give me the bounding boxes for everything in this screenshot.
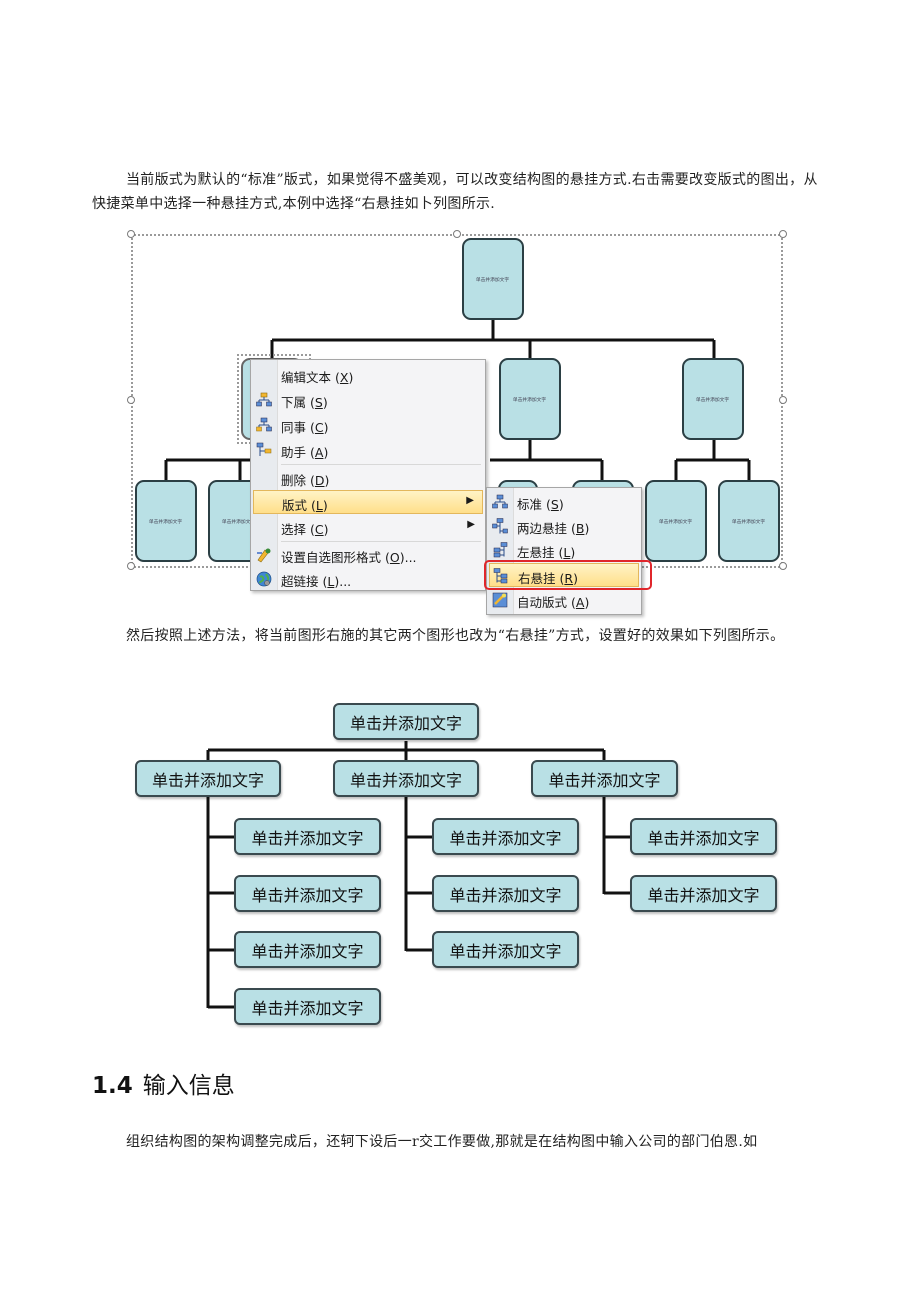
format-shape-icon	[257, 548, 271, 563]
org-node-level2[interactable]: 单击并添加文字	[135, 760, 281, 797]
resize-handle[interactable]	[127, 230, 135, 238]
org-node-level3[interactable]: 单击并添加文字	[432, 875, 579, 912]
org-box-level3[interactable]: 单击并添加文字	[135, 480, 197, 562]
submenu-item-both-hanging[interactable]: 两边悬挂 (B)	[489, 514, 639, 538]
resize-handle[interactable]	[127, 562, 135, 570]
org-node-level2[interactable]: 单击并添加文字	[333, 760, 479, 797]
menu-item-subordinate[interactable]: 下属 (S)	[253, 388, 483, 412]
org-node-level3[interactable]: 单击并添加文字	[630, 875, 777, 912]
menu-item-select[interactable]: 选择 (C) ▶	[281, 519, 475, 537]
org-node-level3[interactable]: 单击并添加文字	[234, 875, 381, 912]
autoformat-icon	[492, 592, 508, 608]
highlight-ring	[484, 560, 652, 590]
menu-item-delete[interactable]: 删除 (D)	[281, 473, 330, 488]
assistant-icon	[256, 442, 272, 456]
org-node-level3[interactable]: 单击并添加文字	[432, 818, 579, 855]
resize-handle[interactable]	[453, 230, 461, 238]
org-node-root[interactable]: 单击并添加文字	[333, 703, 479, 740]
menu-separator	[281, 464, 481, 465]
standard-layout-icon	[492, 494, 508, 509]
submenu-item-right-hanging[interactable]: 右悬挂 (R)	[489, 563, 639, 587]
submenu-item-left-hanging[interactable]: 左悬挂 (L)	[489, 538, 639, 562]
submenu-item-standard[interactable]: 标准 (S)	[489, 490, 639, 514]
menu-item-format-shape[interactable]: 设置自选图形格式 (O)...	[253, 543, 483, 567]
paragraph-2: 然后按照上述方法，将当前图形右施的其它两个图形也改为“右悬挂”方式，设置好的效果…	[126, 628, 785, 644]
resize-handle[interactable]	[127, 396, 135, 404]
org-node-level3[interactable]: 单击并添加文字	[234, 988, 381, 1025]
subordinate-icon	[256, 392, 272, 407]
section-title: 输入信息	[142, 1073, 235, 1099]
coworker-icon	[256, 417, 272, 432]
right-hanging-icon	[493, 568, 508, 584]
menu-separator	[281, 541, 481, 542]
submenu-arrow-icon: ▶	[466, 495, 474, 506]
org-box-level3[interactable]: 单击并添加文字	[718, 480, 780, 562]
org-box-root[interactable]: 单击并添加文字	[462, 238, 524, 320]
menu-item-hyperlink[interactable]: 超链接 (L)...	[253, 567, 483, 591]
context-menu: 编辑文本 (X) 下属 (S) 同事 (C) 助手 (A) 删除 (D) 版式 …	[250, 359, 486, 591]
section-heading: 1.4 输入信息	[92, 1066, 235, 1100]
resize-handle[interactable]	[779, 230, 787, 238]
org-node-level3[interactable]: 单击并添加文字	[234, 931, 381, 968]
resize-handle[interactable]	[779, 562, 787, 570]
org-node-level3[interactable]: 单击并添加文字	[432, 931, 579, 968]
menu-item-edit-text[interactable]: 编辑文本 (X)	[281, 370, 354, 385]
org-box-level2[interactable]: 单击并添加文字	[682, 358, 744, 440]
both-hanging-icon	[492, 518, 508, 534]
section-number: 1.4	[92, 1073, 133, 1099]
hyperlink-globe-icon	[256, 571, 272, 587]
org-node-level3[interactable]: 单击并添加文字	[234, 818, 381, 855]
org-box-level3[interactable]: 单击并添加文字	[645, 480, 707, 562]
submenu-arrow-icon: ▶	[467, 519, 475, 530]
left-hanging-icon	[493, 542, 508, 558]
submenu-item-autoformat[interactable]: 自动版式 (A)	[489, 588, 639, 612]
org-box-level2[interactable]: 单击并添加文字	[499, 358, 561, 440]
figure-context-menu: 单击并添加文字 单击并添加文字 单击并添加文字 单击并添加文字 单击并添加文字 …	[0, 0, 920, 620]
resize-handle[interactable]	[779, 396, 787, 404]
menu-item-layout[interactable]: 版式 (L) ▶	[253, 490, 483, 514]
org-node-level2[interactable]: 单击并添加文字	[531, 760, 678, 797]
org-node-level3[interactable]: 单击并添加文字	[630, 818, 777, 855]
menu-item-assistant[interactable]: 助手 (A)	[253, 438, 483, 462]
paragraph-1: 当前版式为默认的“标准”版式，如果觉得不盛美观，可以改变结构图的悬挂方式.右击需…	[92, 172, 818, 212]
layout-submenu: 标准 (S) 两边悬挂 (B) 左悬挂 (L) 右悬挂 (R) 自动版式 (A)	[486, 487, 642, 615]
paragraph-3: 组织结构图的架构调整完成后，还轲下设后一r交工作要做,那就是在结构图中输入公司的…	[126, 1134, 758, 1150]
menu-item-coworker[interactable]: 同事 (C)	[253, 413, 483, 437]
